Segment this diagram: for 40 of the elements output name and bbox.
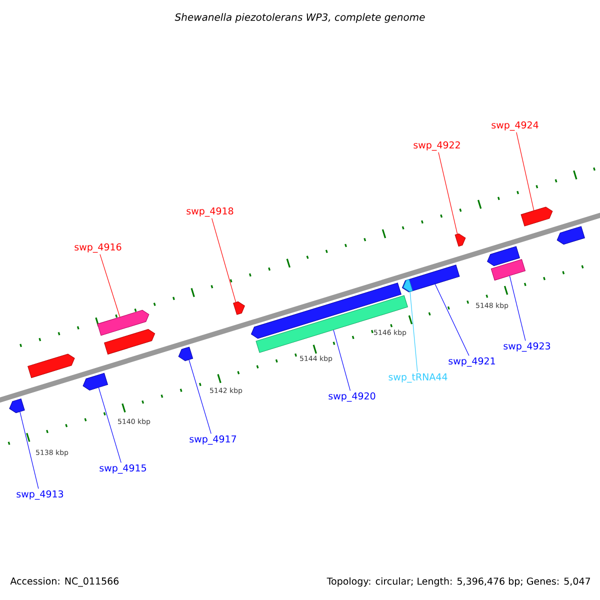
gene-feature bbox=[256, 295, 408, 353]
leader-line bbox=[20, 412, 39, 489]
gene-feature bbox=[9, 398, 25, 414]
leader-line bbox=[98, 387, 122, 463]
genome-stats-text: Topology: circular; Length: 5,396,476 bp; Genes: 5,047 bbox=[326, 577, 590, 587]
accession-text: Accession: NC_011566 bbox=[10, 577, 119, 587]
leader-line bbox=[516, 132, 534, 211]
gene-feature bbox=[82, 372, 108, 390]
leader-line bbox=[509, 276, 526, 341]
gene-feature bbox=[556, 226, 585, 245]
leader-line bbox=[410, 292, 418, 372]
gene-feature bbox=[520, 206, 553, 226]
gene-label: swp_tRNA44 bbox=[388, 373, 448, 383]
leader-line bbox=[438, 152, 458, 234]
gene-label: swp_4916 bbox=[74, 243, 122, 253]
gene-label: swp_4924 bbox=[492, 121, 538, 131]
gene-feature bbox=[178, 346, 194, 362]
gene-feature bbox=[487, 246, 520, 266]
gene-label: swp_4923 bbox=[504, 342, 550, 352]
leader-line bbox=[333, 330, 351, 391]
gene-label: swp_4922 bbox=[414, 141, 460, 151]
gene-feature bbox=[402, 279, 413, 292]
gene-feature bbox=[97, 310, 150, 336]
gene-label: swp_4913 bbox=[16, 490, 64, 500]
gene-label: swp_4915 bbox=[100, 464, 146, 474]
leader-line bbox=[188, 360, 212, 434]
leader-line bbox=[212, 218, 236, 302]
leader-line bbox=[434, 284, 470, 356]
gene-label: swp_4917 bbox=[190, 435, 236, 445]
gene-label: swp_4920 bbox=[328, 392, 376, 402]
gene-feature bbox=[104, 329, 156, 355]
gene-feature bbox=[490, 259, 526, 280]
gene-feature bbox=[402, 264, 460, 292]
gene-feature bbox=[454, 233, 466, 247]
gene-label: swp_4918 bbox=[186, 207, 234, 217]
gene-feature bbox=[28, 354, 75, 378]
title: Shewanella piezotolerans WP3, complete genome bbox=[174, 13, 425, 23]
gene-label: swp_4921 bbox=[448, 357, 495, 367]
leader-line bbox=[100, 254, 120, 318]
gene-feature bbox=[233, 301, 245, 315]
